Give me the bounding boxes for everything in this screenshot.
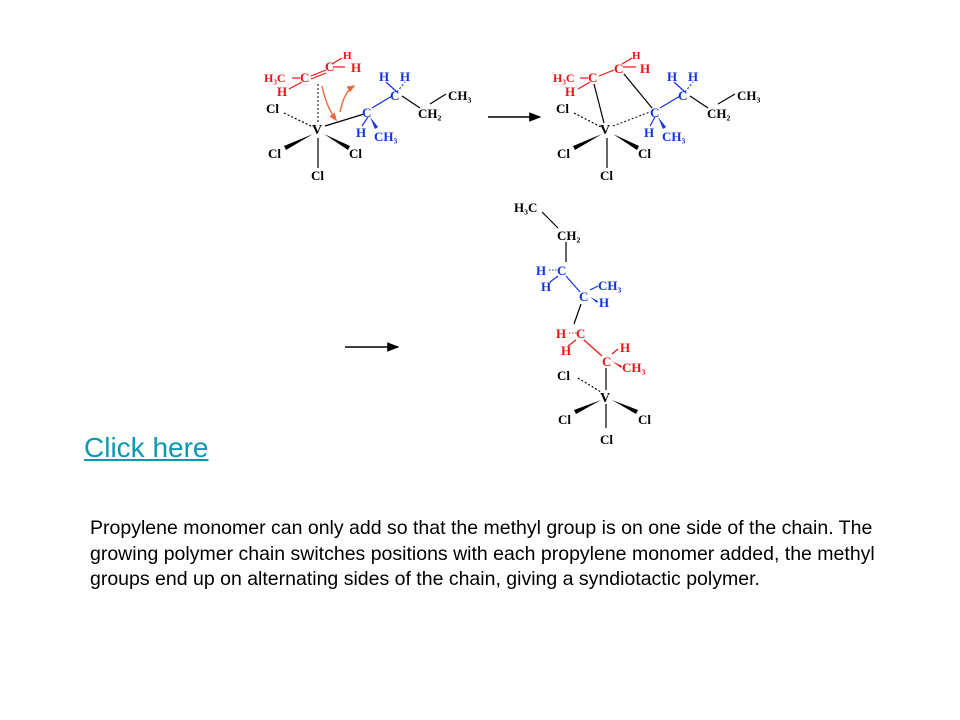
chain-carbon-label: C bbox=[390, 88, 399, 103]
chain-methyl-label: CH₃ bbox=[448, 88, 472, 103]
monomer-carbon-label: C bbox=[300, 70, 309, 85]
chlorine-label: Cl bbox=[600, 432, 613, 447]
chlorine-label: Cl bbox=[311, 168, 324, 183]
chlorine-label: Cl bbox=[638, 412, 651, 427]
chain-hydrogen-label: H bbox=[379, 69, 389, 84]
structure-2: V Cl Cl Cl Cl H₃C C C H H H C H H C H CH… bbox=[553, 50, 761, 183]
metal-label: V bbox=[312, 123, 322, 138]
chlorine-label: Cl bbox=[268, 146, 281, 161]
chain-hydrogen-label: H bbox=[667, 69, 677, 84]
chlorine-label: Cl bbox=[557, 368, 570, 383]
chlorine-label: Cl bbox=[349, 146, 362, 161]
monomer-hydrogen-label: H bbox=[343, 50, 352, 62]
chain-carbon-label: C bbox=[579, 289, 588, 304]
chain-hydrogen-label: H bbox=[356, 125, 366, 140]
structure-3: H₃C CH₂ H C H C CH₃ H H C H C H CH₃ V Cl… bbox=[514, 200, 651, 447]
chlorine-label: Cl bbox=[638, 146, 651, 161]
monomer-hydrogen-label: H bbox=[640, 61, 650, 76]
monomer-carbon-label: C bbox=[325, 59, 334, 74]
monomer-carbon-label: C bbox=[614, 61, 623, 76]
chain-carbon-label: C bbox=[678, 88, 687, 103]
chain-hydrogen-label: H bbox=[688, 69, 698, 84]
monomer-hydrogen-label: H bbox=[632, 50, 641, 62]
monomer-hydrogen-label: H bbox=[565, 84, 575, 99]
chain-methyl-label: CH₃ bbox=[598, 278, 622, 293]
metal-label: V bbox=[600, 123, 610, 138]
chain-methyl-label: CH₃ bbox=[622, 360, 646, 375]
chain-methyl-label: CH₃ bbox=[737, 88, 761, 103]
structure-1: V Cl Cl Cl Cl H₃C C C H H H C H H C H CH… bbox=[264, 50, 472, 183]
chain-carbon-label: C bbox=[650, 105, 659, 120]
chain-hydrogen-label: H bbox=[536, 263, 546, 278]
methyl-label: H₃C bbox=[514, 200, 537, 215]
chain-hydrogen-label: H bbox=[644, 125, 654, 140]
chain-methylene-label: CH₂ bbox=[418, 106, 442, 121]
chain-carbon-label: C bbox=[576, 326, 585, 341]
metal-label: V bbox=[600, 391, 610, 406]
monomer-methyl-label: H₃C bbox=[553, 71, 575, 85]
monomer-methyl-label: H₃C bbox=[264, 71, 286, 85]
chain-carbon-label: C bbox=[557, 263, 566, 278]
chlorine-label: Cl bbox=[266, 101, 279, 116]
chain-hydrogen-label: H bbox=[556, 326, 566, 341]
chain-hydrogen-label: H bbox=[541, 279, 551, 294]
chain-methyl-label: CH₃ bbox=[662, 129, 686, 144]
monomer-carbon-label: C bbox=[588, 70, 597, 85]
methylene-label: CH₂ bbox=[557, 228, 581, 243]
monomer-hydrogen-label: H bbox=[351, 60, 361, 75]
chlorine-label: Cl bbox=[600, 168, 613, 183]
monomer-hydrogen-label: H bbox=[277, 84, 287, 99]
chain-methylene-label: CH₂ bbox=[707, 106, 731, 121]
click-here-link[interactable]: Click here bbox=[84, 432, 209, 463]
chain-hydrogen-label: H bbox=[561, 343, 571, 358]
chain-hydrogen-label: H bbox=[620, 340, 630, 355]
chain-hydrogen-label: H bbox=[400, 69, 410, 84]
chlorine-label: Cl bbox=[556, 101, 569, 116]
chain-hydrogen-label: H bbox=[599, 295, 609, 310]
chain-methyl-label: CH₃ bbox=[374, 129, 398, 144]
chain-carbon-label: C bbox=[602, 354, 611, 369]
chlorine-label: Cl bbox=[557, 146, 570, 161]
chain-carbon-label: C bbox=[362, 105, 371, 120]
chlorine-label: Cl bbox=[558, 412, 571, 427]
description-text: Propylene monomer can only add so that t… bbox=[90, 517, 875, 590]
